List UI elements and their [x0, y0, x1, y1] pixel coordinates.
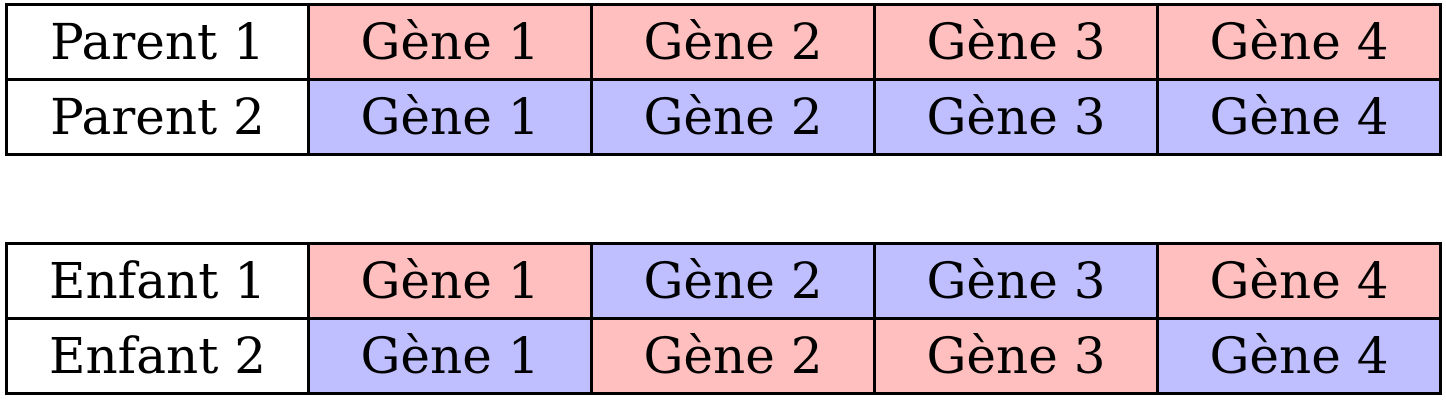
parent-1-gene-1: Gène 1	[307, 3, 593, 81]
child-1-label: Enfant 1	[5, 242, 310, 320]
child-1-gene-4: Gène 4	[1156, 242, 1442, 320]
parent-2-gene-1: Gène 1	[307, 78, 593, 156]
parent-2-gene-4: Gène 4	[1156, 78, 1442, 156]
child-2-gene-4: Gène 4	[1156, 317, 1442, 395]
child-1-row: Enfant 1 Gène 1 Gène 2 Gène 3 Gène 4	[5, 242, 1442, 320]
parent-1-gene-4: Gène 4	[1156, 3, 1442, 81]
child-2-row: Enfant 2 Gène 1 Gène 2 Gène 3 Gène 4	[5, 317, 1442, 395]
parents-table: Parent 1 Gène 1 Gène 2 Gène 3 Gène 4 Par…	[5, 3, 1442, 156]
parent-2-gene-3: Gène 3	[873, 78, 1159, 156]
parent-1-label: Parent 1	[5, 3, 310, 81]
parent-2-row: Parent 2 Gène 1 Gène 2 Gène 3 Gène 4	[5, 78, 1442, 156]
parent-2-label: Parent 2	[5, 78, 310, 156]
parent-1-gene-2: Gène 2	[590, 3, 876, 81]
child-1-gene-1: Gène 1	[307, 242, 593, 320]
child-1-gene-2: Gène 2	[590, 242, 876, 320]
child-2-gene-1: Gène 1	[307, 317, 593, 395]
child-2-gene-3: Gène 3	[873, 317, 1159, 395]
parent-2-gene-2: Gène 2	[590, 78, 876, 156]
child-2-gene-2: Gène 2	[590, 317, 876, 395]
child-1-gene-3: Gène 3	[873, 242, 1159, 320]
children-table: Enfant 1 Gène 1 Gène 2 Gène 3 Gène 4 Enf…	[5, 242, 1442, 395]
child-2-label: Enfant 2	[5, 317, 310, 395]
parent-1-row: Parent 1 Gène 1 Gène 2 Gène 3 Gène 4	[5, 3, 1442, 81]
parent-1-gene-3: Gène 3	[873, 3, 1159, 81]
